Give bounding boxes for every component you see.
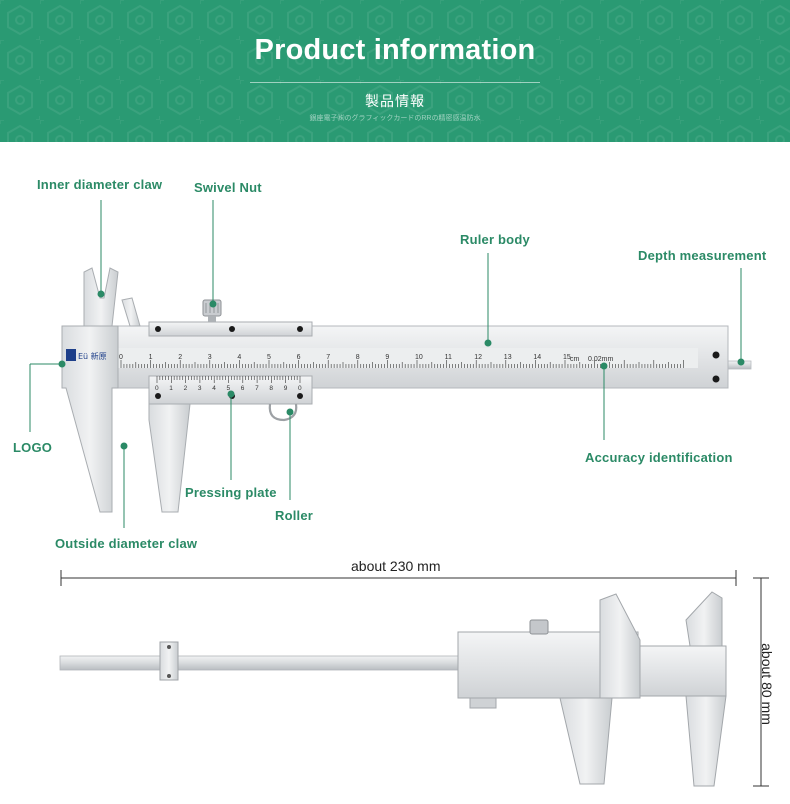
side-fixed-inner-claw [685,591,723,647]
caliper-side-view [59,591,727,787]
main-scale-number: 0 [119,354,123,361]
roller-icon [268,403,298,422]
main-scale-number: 14 [533,354,541,361]
vernier-number: 6 [241,385,245,392]
main-scale-number: 3 [208,354,212,361]
side-swivel-nut [529,619,549,635]
main-scale-number: 11 [445,354,452,361]
length-label: about 230 mm [351,558,441,574]
label-logo: LOGO [13,440,53,455]
label-swivel-nut: Swivel Nut [194,180,262,195]
hex-pattern-background [0,0,790,142]
callout-lines [29,200,745,528]
main-scale-number: 1 [149,354,153,361]
side-moving-inner-claw [599,593,641,699]
vernier-screw-1 [155,393,161,399]
main-scale-strip [118,348,698,368]
banner-fine-print: 銀座電子㈱のグラフィックカードのRRの精密感温防水 [309,115,481,122]
main-scale-number: 7 [326,354,330,361]
length-dimension [60,570,737,586]
moving-outside-claw [148,403,191,513]
vernier-number: 8 [269,385,273,392]
scale-unit: cm [570,356,580,363]
vernier-number: 4 [212,385,216,392]
height-dimension [753,577,769,787]
vernier-number: 2 [184,385,188,392]
label-accuracy-identification: Accuracy identification [585,450,733,465]
accuracy-mark: 0.02mm [588,356,613,363]
main-scale-number: 13 [504,354,512,361]
main-scale-number: 15 [563,354,571,361]
moving-inner-claw [121,297,141,327]
label-inner-diameter-claw: Inner diameter claw [37,177,163,192]
side-moving-outer-claw [559,697,613,785]
vernier-ticks [156,376,301,383]
fixed-inner-claw [83,267,119,327]
side-fixed-head [639,645,727,697]
main-scale-number: 2 [178,354,182,361]
slider-screw-2 [229,326,235,332]
page-subtitle: 製品情報 [365,93,425,109]
header-banner: Product information 製品情報 銀座電子㈱のグラフィックカード… [0,0,790,142]
vernier-number: 1 [169,385,173,392]
main-scale-number: 8 [356,354,360,361]
logo-icon [66,349,76,361]
side-fixed-outer-claw [685,695,727,787]
fixed-outside-claw [61,325,119,513]
page-title: Product information [254,34,536,66]
label-pressing-plate: Pressing plate [185,485,277,500]
vernier-number: 5 [227,385,231,392]
title-divider [250,82,540,83]
label-outside-diameter-claw: Outside diameter claw [55,536,198,551]
vernier-screw-3 [297,393,303,399]
height-label: about 80 mm [758,643,775,725]
main-scale-number: 12 [474,354,482,361]
swivel-nut-stem [208,316,216,322]
slider-screw-3 [297,326,303,332]
main-scale-number: 6 [297,354,301,361]
main-scale-ticks [120,360,684,368]
vernier-numbers: 0 1 2 3 4 5 6 7 8 9 0 [155,385,302,392]
beam-screw-top [712,351,720,359]
label-depth-measurement: Depth measurement [638,248,767,263]
main-scale-number: 9 [385,354,389,361]
vernier-number: 0 [155,385,159,392]
main-scale-number: 10 [415,354,423,361]
label-ruler-body: Ruler body [460,232,530,247]
vernier-number: 0 [298,385,302,392]
vernier-number: 7 [255,385,259,392]
depth-clip [159,641,179,681]
slider-screw-1 [155,326,161,332]
vernier-number: 3 [198,385,202,392]
brand-logo-text: Eü 新原 [78,351,107,361]
main-scale-number: 4 [237,354,241,361]
vernier-number: 9 [284,385,288,392]
beam-screw-bottom [712,375,720,383]
main-scale-number: 5 [267,354,271,361]
label-roller: Roller [275,508,314,523]
